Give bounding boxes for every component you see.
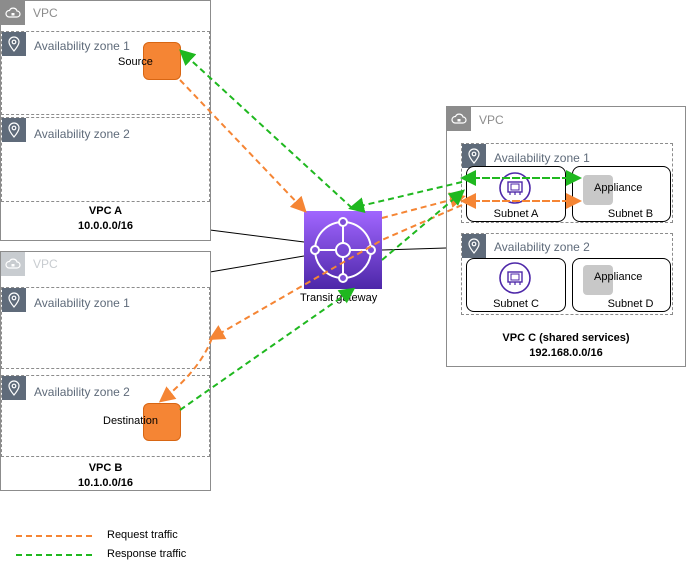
cloud-lock-icon (1, 252, 25, 276)
vpc-a-cidr: 10.0.0.0/16 (77, 220, 134, 232)
az-label: Availability zone 1 (494, 151, 590, 165)
az-label: Availability zone 2 (34, 385, 130, 399)
vpc-a: VPC Availability zone 1 Source Availabil… (0, 0, 211, 241)
vpc-tag-label: VPC (479, 113, 504, 127)
vpc-tag-label: VPC (33, 6, 58, 20)
vpc-b-az1: Availability zone 1 (1, 287, 210, 369)
vpc-a-az1: Availability zone 1 Source (1, 31, 210, 115)
subnet-b-label: Subnet B (607, 208, 654, 220)
appliance-d[interactable] (583, 265, 613, 295)
vpc-c-name: VPC C (shared services) (502, 332, 630, 344)
az-label: Availability zone 1 (34, 296, 130, 310)
subnet-c-label: Subnet C (493, 298, 539, 310)
appliance-d-label: Appliance (594, 271, 643, 283)
vpc-a-name: VPC A (88, 205, 123, 217)
response-arrow-tgw-to-subnet-a (381, 189, 466, 261)
subnet-a-label: Subnet A (493, 208, 539, 220)
subnet-b[interactable]: Appliance Subnet B (572, 166, 671, 222)
subnet-d[interactable]: Appliance Subnet D (572, 258, 671, 312)
transit-gateway[interactable] (304, 211, 382, 289)
location-pin-icon (2, 288, 26, 312)
vpc-b-az2: Availability zone 2 Destination (1, 375, 210, 457)
appliance-b-label: Appliance (594, 182, 643, 194)
vpc-tag-label: VPC (33, 257, 58, 271)
request-arrow-source-to-tgw (179, 79, 307, 213)
cloud-lock-icon (447, 107, 471, 131)
location-pin-icon (2, 32, 26, 56)
response-arrow-tgw-to-source (179, 49, 353, 209)
destination-instance[interactable] (143, 403, 181, 441)
vpc-c-az1: Availability zone 1 Subnet A Appliance S… (461, 143, 673, 223)
attachment-line-vpc-b (209, 255, 305, 273)
vpc-c: VPC Availability zone 1 Subnet A Applian… (446, 106, 686, 367)
source-label: Source (118, 56, 153, 68)
appliance-b[interactable] (583, 175, 613, 205)
vpc-a-caption: VPC A 10.0.0.0/16 (1, 204, 210, 234)
vpc-b-cidr: 10.1.0.0/16 (77, 477, 134, 489)
vpc-c-caption: VPC C (shared services) 192.168.0.0/16 (447, 331, 685, 361)
location-pin-icon (2, 118, 26, 142)
az-label: Availability zone 2 (34, 127, 130, 141)
az-label: Availability zone 1 (34, 39, 130, 53)
vpc-a-az2: Availability zone 2 (1, 117, 210, 202)
location-pin-icon (462, 144, 486, 168)
az-label: Availability zone 2 (494, 240, 590, 254)
subnet-a[interactable]: Subnet A (466, 166, 566, 222)
vpc-b-caption: VPC B 10.1.0.0/16 (1, 461, 210, 491)
location-pin-icon (462, 234, 486, 258)
vpc-b-name: VPC B (88, 462, 123, 474)
legend-request-label: Request traffic (107, 529, 178, 541)
vpc-c-az2: Availability zone 2 Subnet C Appliance S… (461, 233, 673, 315)
vpc-c-cidr: 192.168.0.0/16 (529, 347, 603, 359)
legend-response-label: Response traffic (107, 548, 187, 560)
request-arrow-to-destination (158, 337, 213, 403)
attachment-line-vpc-a (209, 229, 305, 243)
subnet-c[interactable]: Subnet C (466, 258, 566, 312)
cloud-lock-icon (1, 1, 25, 25)
response-arrow-destination-to-tgw (179, 287, 356, 411)
response-arrow-subnet-a-to-tgw (348, 181, 463, 214)
network-interface-icon (498, 171, 532, 210)
subnet-d-label: Subnet D (607, 298, 654, 310)
request-arrow-tgw-to-subnet-a (381, 192, 466, 219)
vpc-b: VPC Availability zone 1 Availability zon… (0, 251, 211, 491)
location-pin-icon (2, 376, 26, 400)
transit-gateway-icon (310, 217, 376, 283)
destination-label: Destination (103, 415, 159, 427)
network-interface-icon (498, 261, 532, 300)
